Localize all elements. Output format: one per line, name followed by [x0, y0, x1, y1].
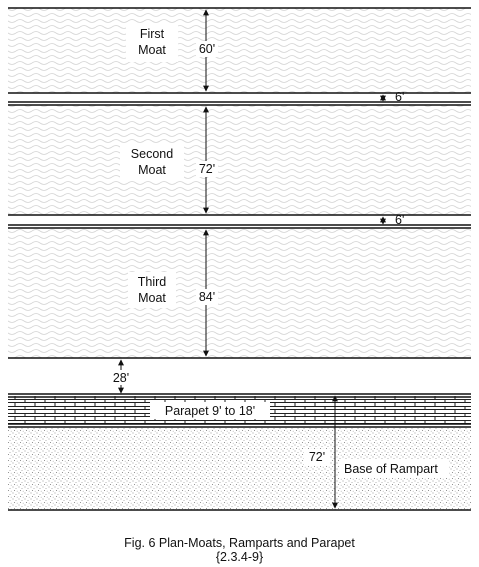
berm: 28' — [111, 359, 133, 394]
first-moat: First Moat 60' — [8, 7, 471, 94]
first-moat-width: 60' — [199, 42, 215, 56]
gap-2-width: 6' — [395, 213, 404, 227]
first-moat-label-line1: First — [140, 27, 165, 41]
first-moat-label-line2: Moat — [138, 43, 166, 57]
rampart-width: 72' — [309, 450, 325, 464]
second-moat-label-line1: Second — [131, 147, 173, 161]
third-moat: Third Moat 84' — [8, 227, 471, 359]
rampart-label: Base of Rampart — [344, 462, 438, 476]
third-moat-width: 84' — [199, 290, 215, 304]
parapet-label: Parapet 9' to 18' — [165, 404, 255, 418]
gap-1-width: 6' — [395, 90, 404, 104]
third-moat-label-line1: Third — [138, 275, 167, 289]
moat-diagram: First Moat 60' 6' Second Moat 72' 6' Thi… — [8, 7, 471, 511]
second-moat-label-line2: Moat — [138, 163, 166, 177]
gap-2: 6' — [8, 213, 471, 227]
figure-reference: {2.3.4-9} — [215, 550, 264, 564]
parapet: Parapet 9' to 18' — [8, 393, 471, 428]
second-moat-width: 72' — [199, 162, 215, 176]
figure-caption: Fig. 6 Plan-Moats, Ramparts and Parapet — [124, 536, 355, 550]
rampart: 72' Base of Rampart — [8, 395, 471, 511]
berm-width: 28' — [113, 371, 129, 385]
third-moat-label-line2: Moat — [138, 291, 166, 305]
second-moat: Second Moat 72' — [8, 104, 471, 216]
gap-1: 6' — [8, 90, 471, 104]
